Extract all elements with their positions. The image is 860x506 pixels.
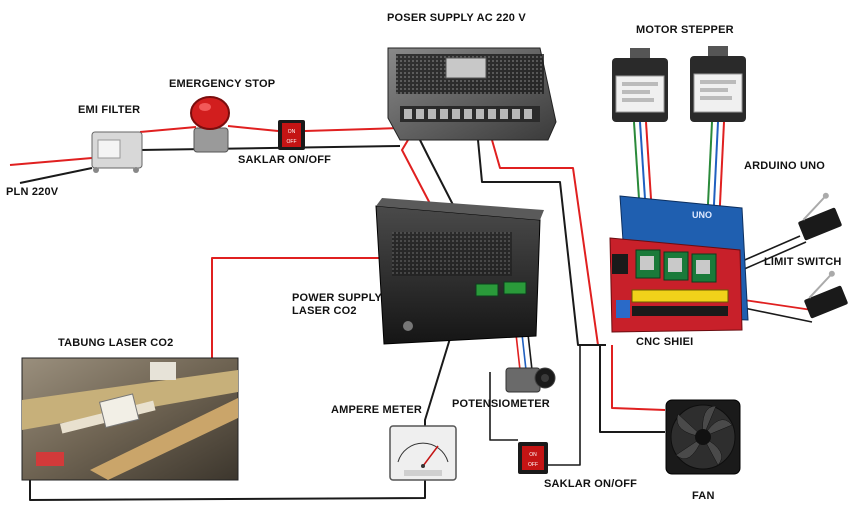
label-emergency-stop: EMERGENCY STOP bbox=[169, 78, 275, 90]
laser-tube-photo bbox=[22, 358, 238, 480]
label-power-supply-ac: POSER SUPPLY AC 220 V bbox=[387, 12, 526, 24]
power-supply-ac bbox=[388, 48, 556, 140]
label-tabung: TABUNG LASER CO2 bbox=[58, 337, 173, 349]
label-limit-switch: LIMIT SWITCH bbox=[764, 256, 842, 268]
wire-pln-black bbox=[20, 168, 92, 183]
wire-pln-red bbox=[10, 158, 92, 165]
label-saklar-bottom: SAKLAR ON/OFF bbox=[544, 478, 637, 490]
label-emi-filter: EMI FILTER bbox=[78, 104, 140, 116]
wire-tube-ammeter-black bbox=[30, 478, 425, 500]
switch-bottom-on: ON bbox=[529, 452, 537, 458]
wire-estop-switch-red bbox=[228, 126, 278, 131]
wire-cnc-fan-red bbox=[612, 345, 665, 410]
power-supply-laser-co2 bbox=[376, 198, 544, 344]
motor-stepper-1 bbox=[612, 48, 668, 122]
wire-switch-psu-red bbox=[305, 128, 400, 131]
motor-stepper-2 bbox=[690, 46, 746, 122]
potentiometer bbox=[506, 368, 555, 392]
fan bbox=[666, 400, 740, 474]
limit-switch-2 bbox=[797, 269, 848, 318]
label-psu-laser: POWER SUPPLY LASER CO2 bbox=[292, 292, 382, 318]
cnc-shield-board bbox=[610, 238, 742, 332]
wire-limit2-a bbox=[744, 300, 812, 310]
wire-cnc-fan-black bbox=[600, 345, 665, 432]
label-motor-stepper: MOTOR STEPPER bbox=[636, 24, 734, 36]
wire-switch2-right bbox=[548, 345, 580, 465]
rocker-switch-top: ON OFF bbox=[278, 120, 305, 150]
wire-emi-psu-black bbox=[140, 146, 400, 150]
switch-bottom-off: OFF bbox=[528, 462, 538, 468]
switch-top-off: OFF bbox=[287, 139, 297, 145]
wire-emi-estop-red bbox=[140, 127, 196, 132]
label-cnc-shield: CNC SHIEI bbox=[636, 336, 693, 348]
switch-top-on: ON bbox=[288, 129, 296, 135]
label-ampere-meter: AMPERE METER bbox=[331, 404, 422, 416]
label-arduino: ARDUINO UNO bbox=[744, 160, 825, 172]
label-fan: FAN bbox=[692, 490, 715, 502]
label-potensiometer: POTENSIOMETER bbox=[452, 398, 550, 410]
svg-text:UNO: UNO bbox=[692, 210, 712, 220]
wire-limit2-b bbox=[744, 308, 812, 322]
label-pln: PLN 220V bbox=[6, 186, 58, 198]
label-saklar-top: SAKLAR ON/OFF bbox=[238, 154, 331, 166]
emi-filter bbox=[92, 132, 142, 173]
rocker-switch-bottom: ON OFF bbox=[518, 442, 548, 474]
limit-switch-1 bbox=[791, 191, 842, 240]
emergency-stop bbox=[191, 97, 229, 152]
ampere-meter bbox=[390, 426, 456, 480]
